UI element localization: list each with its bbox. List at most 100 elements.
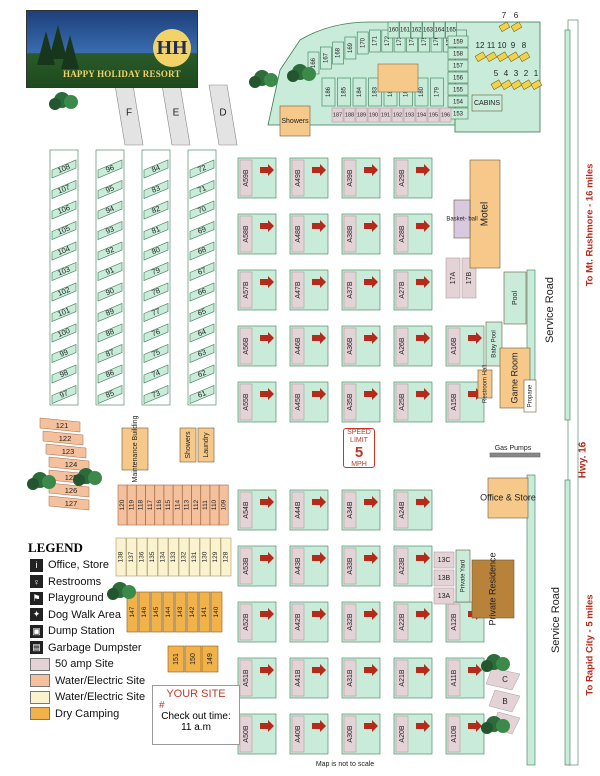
diag-site <box>51 159 77 179</box>
legend-label: Dump Station <box>48 625 115 637</box>
highway-label: Hwy. 16 <box>578 441 589 478</box>
legend-label: Water/Electric Site <box>55 691 146 703</box>
cabin-icon <box>530 79 543 90</box>
curve-site <box>42 430 84 446</box>
upper-site-label: A35B <box>347 393 354 410</box>
pool-building-label: Pool <box>512 291 519 305</box>
orange-site-label: 146 <box>141 606 148 617</box>
arc-site-label: 191 <box>381 112 390 118</box>
arc-site-pad <box>331 107 344 123</box>
arc-site-label: 157 <box>453 64 464 70</box>
diag-site-label: 104 <box>56 244 71 257</box>
arc-site <box>410 21 423 39</box>
entry-arrow-icon <box>364 720 378 732</box>
tree-icon <box>496 657 510 671</box>
letter-lot-label: E <box>173 108 180 119</box>
arc-site-label: 176 <box>434 35 440 46</box>
upper-site-label: A59B <box>243 169 250 186</box>
arc-site-label: 160 <box>388 28 399 34</box>
gas-pump-island <box>489 452 541 458</box>
diag-site-label: 82 <box>150 204 161 215</box>
diag-site <box>143 200 169 220</box>
diag-site-label: 101 <box>56 306 71 319</box>
diag-site-label: 63 <box>196 347 207 358</box>
diag-site-label: 69 <box>196 224 207 235</box>
cabin-number: 5 <box>494 69 499 78</box>
entry-arrow-icon <box>312 496 326 508</box>
arc-site <box>447 71 469 84</box>
upper-site-label: A39B <box>347 169 354 186</box>
tree-icon <box>264 73 278 87</box>
arc-site-label: 194 <box>417 112 426 118</box>
entry-arrow-icon <box>260 608 274 620</box>
legend-swatch <box>30 657 50 671</box>
entry-arrow-icon <box>468 332 482 344</box>
curve-site-label: 125 <box>65 473 78 482</box>
entry-arrow-icon <box>416 552 430 564</box>
arc-site <box>337 77 351 107</box>
upper-site-label: A57B <box>243 281 250 298</box>
entry-arrow-icon <box>260 552 274 564</box>
entry-arrow-icon <box>312 388 326 400</box>
legend-row: ♀Restrooms <box>30 575 101 589</box>
cream-site <box>199 537 211 577</box>
upper-site-label: A16B <box>451 337 458 354</box>
arc-site-label: 188 <box>345 112 354 118</box>
dumpster-icon: ▤ <box>30 641 43 654</box>
cream-site <box>189 537 200 577</box>
entry-arrow-icon <box>260 220 274 232</box>
diag-site <box>51 282 77 302</box>
salmon-site-label: 118 <box>138 499 145 510</box>
arc-site-label: 186 <box>326 86 332 97</box>
diag-site <box>189 200 215 220</box>
entry-arrow-icon <box>416 388 430 400</box>
entry-arrow-icon <box>364 220 378 232</box>
arc-site <box>352 77 367 107</box>
cabin-number: 8 <box>522 41 527 50</box>
legend-swatch <box>30 707 50 720</box>
arc-site <box>430 77 444 107</box>
office-store-building <box>487 477 529 519</box>
cream-site <box>210 537 221 577</box>
entry-arrow-icon <box>260 332 274 344</box>
cream-site-label: 137 <box>128 551 135 562</box>
lower-site-pad <box>291 491 305 529</box>
lower-site-label: A21B <box>399 669 406 686</box>
lower-site-label: A33B <box>347 557 354 574</box>
lower-site-label: A24B <box>399 501 406 518</box>
cabin-number: 12 <box>476 41 485 50</box>
diag-site-label: 88 <box>104 327 115 338</box>
entry-arrow-icon <box>416 608 430 620</box>
entry-arrow-icon <box>416 496 430 508</box>
small-site <box>433 551 455 569</box>
diag-site-label: 94 <box>104 204 115 215</box>
orange-site <box>138 591 151 633</box>
cream-site-label: 130 <box>202 551 209 562</box>
orange-site <box>167 645 185 673</box>
diag-site <box>189 221 215 240</box>
arc-site-label: 195 <box>429 112 438 118</box>
lower-site-pad <box>395 603 409 641</box>
arc-site <box>381 29 394 53</box>
diag-site-label: 90 <box>104 286 115 297</box>
diag-site-label: 72 <box>196 163 207 174</box>
arc-site-label: 162 <box>411 28 422 34</box>
cabin-icon <box>518 51 531 62</box>
lower-site-pad <box>291 715 305 753</box>
map-footnote: Map is not to scale <box>316 761 374 768</box>
legend-row: 50 amp Site <box>30 657 114 671</box>
diag-site <box>51 303 77 322</box>
small-site <box>433 587 455 605</box>
diag-site-label: 98 <box>58 368 69 379</box>
diag-site <box>97 262 123 281</box>
lower-site-label: A20B <box>399 725 406 742</box>
arc-site-pad <box>427 107 440 123</box>
small-site-label: 13C <box>438 557 451 564</box>
diag-site-label: 100 <box>56 326 71 339</box>
entry-arrow-icon <box>364 552 378 564</box>
arc-site <box>447 47 469 60</box>
legend-label: Dry Camping <box>55 707 120 720</box>
dog-icon: ✦ <box>30 608 43 621</box>
restroom-icon: ♀ <box>30 575 43 588</box>
entry-arrow-icon <box>416 276 430 288</box>
